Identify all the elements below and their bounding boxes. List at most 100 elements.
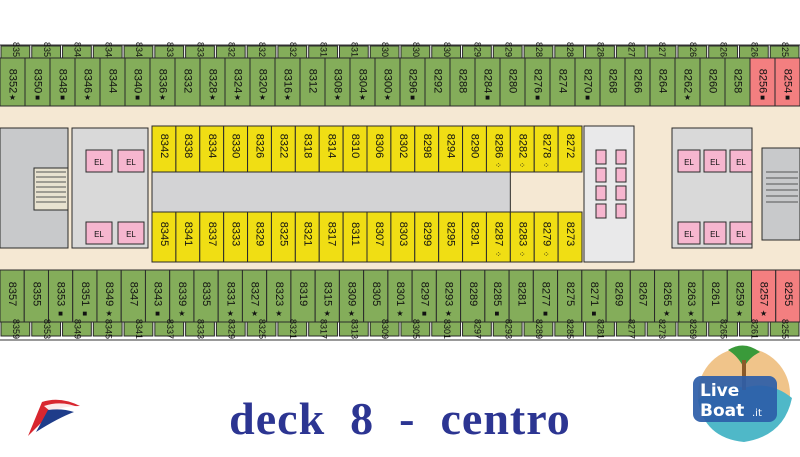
cabin-cut-top-label: 8296 <box>473 42 483 62</box>
cabin-8319 <box>290 269 316 323</box>
cabin-mark-8256: ■ <box>760 93 765 102</box>
cabin-label-8338: 8338 <box>182 134 194 158</box>
cabin-label-8286: 8286 <box>492 134 504 158</box>
left-stair <box>33 167 69 211</box>
cabin-8284 <box>474 57 501 107</box>
cabin-label-8295: 8295 <box>445 222 457 246</box>
cabin-label-8265: 8265 <box>661 282 673 306</box>
elevator <box>703 221 727 245</box>
cabin-mark-8309: ★ <box>348 309 355 318</box>
cabin-label-8345: 8345 <box>158 222 170 246</box>
cabin-cut-bottom <box>585 321 615 337</box>
cabin-mark-8257: ★ <box>760 309 767 318</box>
cabin-cut-top-label: 8260 <box>749 42 759 62</box>
cabin-mark-8316: ★ <box>284 93 291 102</box>
cabin-cut-top-label: 8264 <box>719 42 729 62</box>
cabin-cut-bottom <box>554 321 585 337</box>
cabin-8296 <box>399 57 426 107</box>
elevator-label: EL <box>684 158 694 167</box>
elevator <box>117 149 145 173</box>
cabin-cut-bottom <box>123 321 154 337</box>
cabin-label-8290: 8290 <box>469 134 481 158</box>
cabin-mark-8277: ■ <box>543 309 548 318</box>
cabin-label-8324: 8324 <box>232 69 244 93</box>
cabin-mark-8324: ★ <box>234 93 241 102</box>
cabin-label-8337: 8337 <box>206 222 218 246</box>
cabin-cut-bottom-label: 8289 <box>534 319 544 339</box>
cabin-mark-8352: ★ <box>9 93 16 102</box>
cabin-8304 <box>349 57 376 107</box>
cabin-cut-top-label: 8280 <box>596 42 606 62</box>
cabin-label-8348: 8348 <box>57 69 69 93</box>
cabin-8289 <box>460 269 486 323</box>
elevator <box>117 221 145 245</box>
cabin-cut-bottom <box>62 321 92 337</box>
cabin-cut-bottom-label: 8261 <box>749 319 759 339</box>
cabin-8339 <box>169 269 195 323</box>
cabin-label-8279: 8279 <box>540 222 552 246</box>
cabin-label-8278: 8278 <box>540 134 552 158</box>
elevator-label: EL <box>736 158 746 167</box>
cabin-mark-8254: ■ <box>785 93 790 102</box>
cabin-label-8288: 8288 <box>457 69 469 93</box>
cabin-mark-8300: ★ <box>384 93 391 102</box>
cabin-cut-top-label: 8284 <box>565 42 575 62</box>
cabin-8350 <box>24 57 51 107</box>
cabin-cut-bottom-label: 8273 <box>657 319 667 339</box>
cabin-label-8280: 8280 <box>507 69 519 93</box>
cabin-mark-8265: ★ <box>663 309 670 318</box>
cabin-label-8266: 8266 <box>632 69 644 93</box>
cabin-label-8334: 8334 <box>206 134 218 158</box>
cabin-8301 <box>387 269 413 323</box>
cabin-mark-8297: ■ <box>422 309 427 318</box>
cabin-cut-top-label: 8344 <box>103 42 113 62</box>
cabin-cut-bottom-label: 8265 <box>719 319 729 339</box>
cabin-label-8299: 8299 <box>421 222 433 246</box>
cabin-label-8306: 8306 <box>373 134 385 158</box>
cabin-label-8310: 8310 <box>349 134 361 158</box>
lobby-elevator-pod <box>595 203 607 219</box>
elevator-label: EL <box>94 230 104 239</box>
cabin-mark-8349: ★ <box>106 309 113 318</box>
cabin-label-8276: 8276 <box>532 69 544 93</box>
cabin-cut-top-label: 8308 <box>380 42 390 62</box>
elevator <box>677 149 701 173</box>
cabin-cut-bottom <box>708 321 738 337</box>
cabin-8331 <box>217 269 243 323</box>
cabin-label-8341: 8341 <box>182 222 194 246</box>
cabin-cut-bottom-label: 8337 <box>165 319 175 339</box>
cabin-mark-8308: ★ <box>334 93 341 102</box>
deck-title: deck 8 - centro <box>229 393 571 444</box>
cabin-cut-bottom-label: 8333 <box>196 319 206 339</box>
cabin-label-8292: 8292 <box>432 69 444 93</box>
lobby-elevator-pod <box>615 185 627 201</box>
cabin-label-8357: 8357 <box>6 282 18 306</box>
cabin-mark-8304: ★ <box>359 93 366 102</box>
cabin-label-8344: 8344 <box>107 69 119 93</box>
cabin-mark-8286: ⁘ <box>495 161 502 170</box>
cabin-cut-top-label: 8336 <box>165 42 175 62</box>
lobby-elevator-pod <box>595 185 607 201</box>
cabin-mark-8293: ★ <box>445 309 452 318</box>
cabin-mark-8263: ★ <box>687 309 694 318</box>
cabin-8262 <box>674 57 701 107</box>
cabin-label-8258: 8258 <box>732 69 744 93</box>
cabin-label-8325: 8325 <box>277 222 289 246</box>
cabin-label-8301: 8301 <box>394 282 406 306</box>
cabin-label-8298: 8298 <box>421 134 433 158</box>
cabin-label-8269: 8269 <box>612 282 624 306</box>
cabin-mark-8279: ⁘ <box>543 250 550 259</box>
cabin-label-8307: 8307 <box>373 222 385 246</box>
cabin-cut-top-label: 8348 <box>73 42 83 62</box>
cabin-cut-bottom <box>646 321 677 337</box>
cabin-label-8282: 8282 <box>516 134 528 158</box>
elevator <box>677 221 701 245</box>
cabin-8281 <box>508 269 534 323</box>
cabin-label-8285: 8285 <box>491 282 503 306</box>
cabin-mark-8296: ■ <box>410 93 415 102</box>
cabin-label-8296: 8296 <box>407 69 419 93</box>
elevator-label: EL <box>94 158 104 167</box>
cabin-label-8330: 8330 <box>230 134 242 158</box>
carnival-logo <box>22 396 86 445</box>
cabin-label-8326: 8326 <box>254 134 266 158</box>
